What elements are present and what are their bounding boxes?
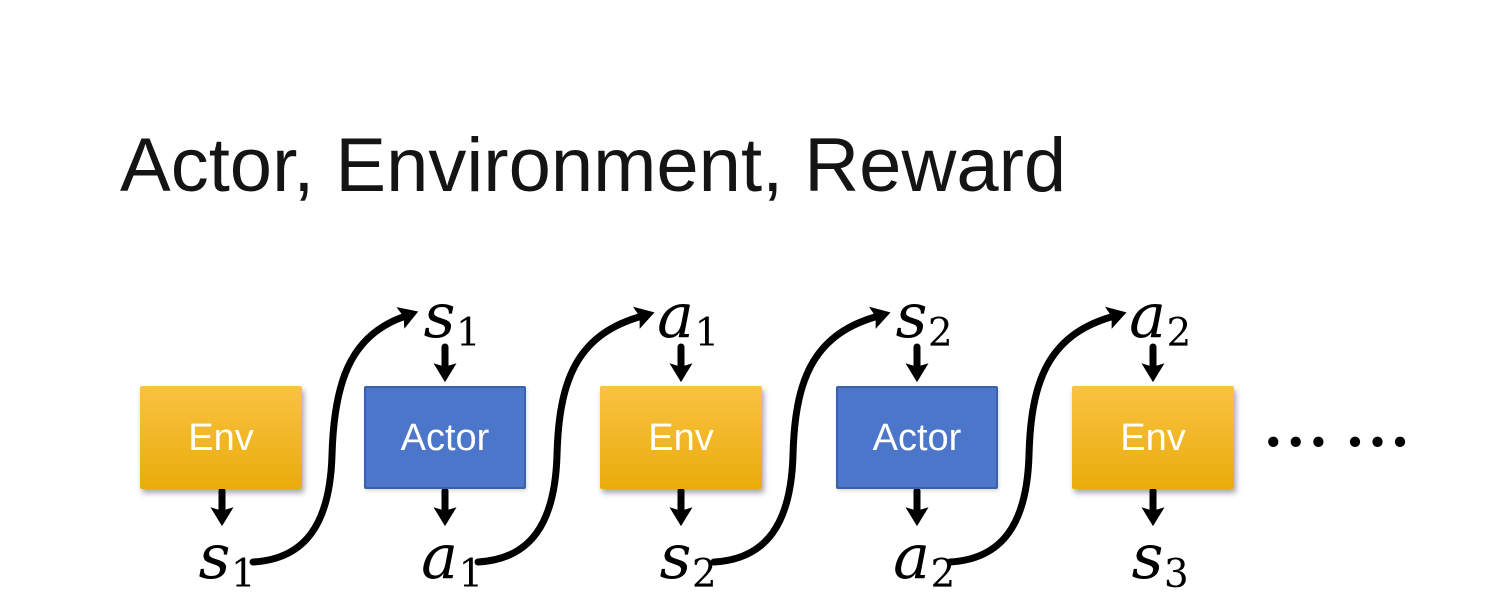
actor-box-2-label: Actor bbox=[872, 416, 962, 459]
env-box-1-label: Env bbox=[188, 416, 254, 459]
env-box-2-label: Env bbox=[648, 416, 714, 459]
bottom-label-s3-sub: 3 bbox=[1163, 552, 1189, 598]
bottom-label-a1: a1 bbox=[421, 526, 483, 595]
top-label-s1: s1 bbox=[424, 285, 481, 354]
top-label-a1: a1 bbox=[657, 285, 719, 354]
env-box-2: Env bbox=[600, 386, 762, 489]
bottom-label-s1-sub: 1 bbox=[230, 552, 256, 598]
top-label-s2-sub: 2 bbox=[927, 311, 953, 357]
actor-box-2: Actor bbox=[836, 386, 998, 489]
actor-box-1-label: Actor bbox=[400, 416, 490, 459]
bottom-label-s2-var: s bbox=[659, 520, 692, 593]
top-label-a1-sub: 1 bbox=[694, 311, 720, 357]
bottom-label-a2: a2 bbox=[893, 526, 955, 595]
bottom-label-s3-var: s bbox=[1131, 520, 1164, 593]
bottom-label-s2-sub: 2 bbox=[691, 552, 717, 598]
actor-box-1: Actor bbox=[364, 386, 526, 489]
env-box-3: Env bbox=[1072, 386, 1234, 489]
top-label-s1-sub: 1 bbox=[455, 311, 481, 357]
bottom-label-s2: s2 bbox=[660, 526, 717, 595]
top-label-s2-var: s bbox=[895, 279, 928, 352]
top-label-a2-var: a bbox=[1129, 279, 1167, 352]
slide-title: Actor, Environment, Reward bbox=[120, 123, 1067, 208]
top-label-a2: a2 bbox=[1129, 285, 1191, 354]
bottom-label-a1-sub: 1 bbox=[458, 552, 484, 598]
bottom-label-s1-var: s bbox=[198, 520, 231, 593]
top-label-s1-var: s bbox=[423, 279, 456, 352]
bottom-label-s3: s3 bbox=[1132, 526, 1189, 595]
env-box-3-label: Env bbox=[1120, 416, 1186, 459]
bottom-label-a2-var: a bbox=[893, 520, 931, 593]
bottom-label-s1: s1 bbox=[199, 526, 256, 595]
top-label-s2: s2 bbox=[896, 285, 953, 354]
bottom-label-a1-var: a bbox=[421, 520, 459, 593]
env-box-1: Env bbox=[140, 386, 302, 489]
continuation-ellipsis: ••• ••• bbox=[1264, 426, 1414, 460]
top-label-a2-sub: 2 bbox=[1166, 311, 1192, 357]
bottom-label-a2-sub: 2 bbox=[930, 552, 956, 598]
top-label-a1-var: a bbox=[657, 279, 695, 352]
